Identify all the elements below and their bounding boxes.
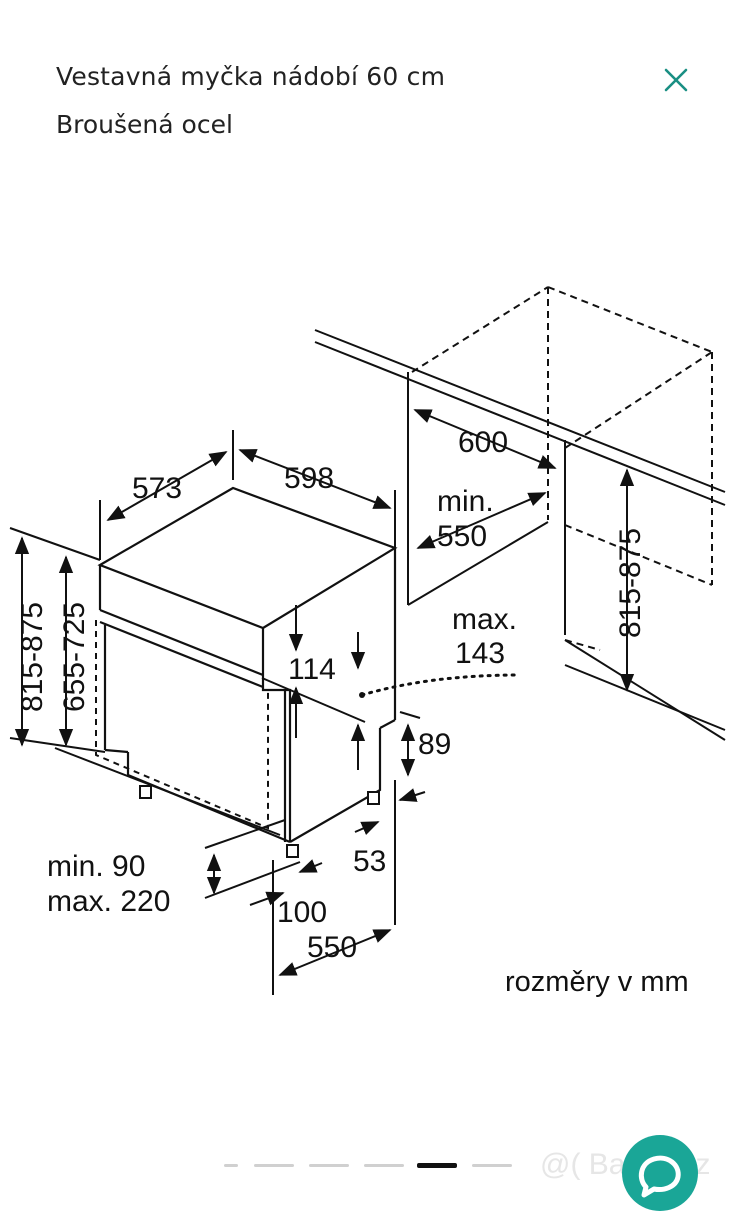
offset-53-label: 53 (353, 845, 386, 878)
pager-dot-4[interactable] (364, 1164, 404, 1167)
pager-dot-3[interactable] (309, 1164, 349, 1167)
height-815-875-left-label: 815-875 (16, 602, 49, 712)
units-note: rozměry v mm (505, 966, 689, 998)
depth-114-label: 114 (288, 653, 336, 686)
max-label: max. (452, 603, 517, 636)
min-550-label: 550 (437, 520, 487, 553)
image-pager[interactable] (224, 1162, 524, 1170)
min-90-label: min. 90 (47, 850, 145, 883)
width-598-label: 598 (284, 462, 334, 495)
max-220-label: max. 220 (47, 885, 170, 918)
width-600-label: 600 (458, 426, 508, 459)
dimension-lines (9, 409, 635, 995)
chat-icon (638, 1155, 681, 1198)
counter-outline (314, 329, 726, 741)
feet (139, 785, 380, 858)
product-title: Vestavná myčka nádobí 60 cm (56, 62, 446, 91)
dishwasher-dashed (95, 620, 269, 830)
pager-dot-6[interactable] (472, 1164, 512, 1167)
pager-dot-1[interactable] (224, 1164, 238, 1167)
height-815-875-right-label: 815-875 (614, 528, 647, 638)
width-573-label: 573 (132, 472, 182, 505)
height-655-725-label: 655-725 (58, 602, 91, 712)
page-header: Vestavná myčka nádobí 60 cm Broušená oce… (0, 0, 737, 160)
height-89-label: 89 (418, 728, 451, 761)
product-subtitle: Broušená ocel (56, 110, 233, 139)
depth-550-label: 550 (307, 931, 357, 964)
pager-dot-5-active[interactable] (417, 1163, 457, 1168)
min-label: min. (437, 485, 494, 518)
max143-dotted (360, 673, 522, 697)
chat-button[interactable] (622, 1135, 698, 1211)
pager-dot-2[interactable] (254, 1164, 294, 1167)
max-143-label: 143 (455, 637, 505, 670)
close-button[interactable] (656, 62, 696, 102)
cabinet-dashed (411, 286, 713, 651)
dimension-diagram: 573 598 600 min. 550 max. 143 114 89 53 … (9, 286, 726, 995)
offset-100-label: 100 (277, 896, 327, 929)
close-icon (664, 68, 688, 92)
